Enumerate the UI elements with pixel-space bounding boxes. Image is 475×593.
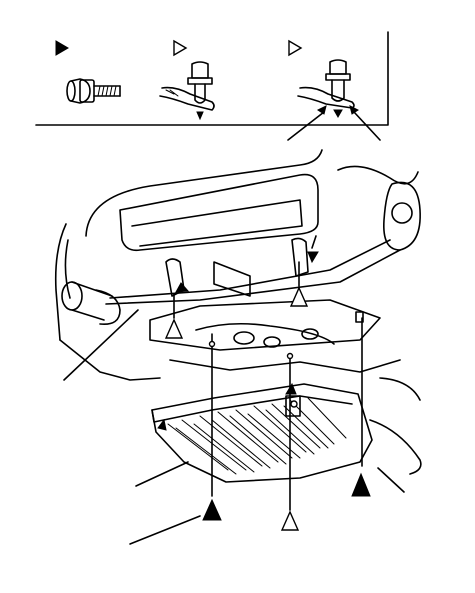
shield-ribs-shadow [175, 405, 329, 475]
body-upper-edge [85, 149, 323, 237]
fastener-arrow-2-tail [311, 235, 317, 249]
bumper-panel [119, 173, 319, 252]
frame-rail-lower [105, 249, 401, 305]
shield-front-lip [151, 395, 353, 423]
shield-arrow-mid-icon [285, 382, 297, 395]
callout-marker-5-hollow [280, 510, 300, 531]
frame-rail [109, 239, 391, 299]
leader-line-left [287, 111, 325, 141]
right-suspension-edge [379, 377, 421, 401]
crossmember [149, 299, 381, 351]
legend-hollow-triangle-icon [173, 39, 188, 57]
leader-shield [135, 461, 189, 487]
callout-point-5 [286, 352, 294, 360]
mount-bracket [213, 261, 251, 297]
leader-bolt [129, 515, 201, 545]
body-left-inner [64, 239, 71, 299]
clip-icon [159, 61, 215, 121]
splash-shield [151, 383, 373, 483]
exhaust-pipe [61, 281, 121, 326]
legend-hollow-triangle-2-icon [288, 39, 303, 57]
fastener-arrow-1-icon [175, 282, 190, 293]
body-left-edge [54, 223, 67, 341]
legend-solid-triangle-icon [55, 40, 69, 56]
leader-right [377, 467, 405, 493]
callout-marker-2-hollow [289, 286, 309, 307]
callout-marker-3-solid [202, 498, 222, 521]
callout-point-4 [355, 311, 364, 323]
leader-line-right [353, 111, 381, 141]
shield-tab [285, 395, 301, 417]
fastener-legend [35, 31, 389, 141]
shield-outline [151, 383, 373, 483]
wheel-arch-top [337, 165, 419, 185]
crossmember-hole-1 [233, 331, 255, 345]
callout-marker-1-hollow [164, 318, 184, 339]
clip-direction-arrow-icon [196, 111, 204, 121]
callout-point-3 [208, 340, 216, 348]
vehicle-underbody [54, 149, 422, 475]
lower-body-line [59, 339, 161, 381]
wheel-hub-center [391, 202, 413, 224]
clip-with-pin-icon [287, 59, 381, 141]
crossmember-hole-2 [263, 336, 281, 348]
subframe-line [169, 359, 401, 373]
callout-marker-4-solid [351, 472, 371, 497]
right-side-contour [369, 419, 422, 475]
shield-arrow-left-icon [157, 418, 167, 431]
shield-clip-hole [290, 400, 298, 408]
callouts [63, 261, 405, 545]
bumper-inner-line [131, 199, 303, 247]
hanger-bracket-right [291, 237, 309, 277]
crossmember-hole-3 [301, 328, 319, 340]
leader-exhaust [63, 309, 139, 381]
crossmember-contour [195, 322, 335, 345]
flange-bolt-icon [66, 78, 121, 104]
legend-border [35, 31, 389, 126]
fastener-arrow-2-icon [307, 251, 319, 264]
pin-direction-arrow-icon [333, 109, 343, 119]
shield-ribs [167, 397, 347, 471]
